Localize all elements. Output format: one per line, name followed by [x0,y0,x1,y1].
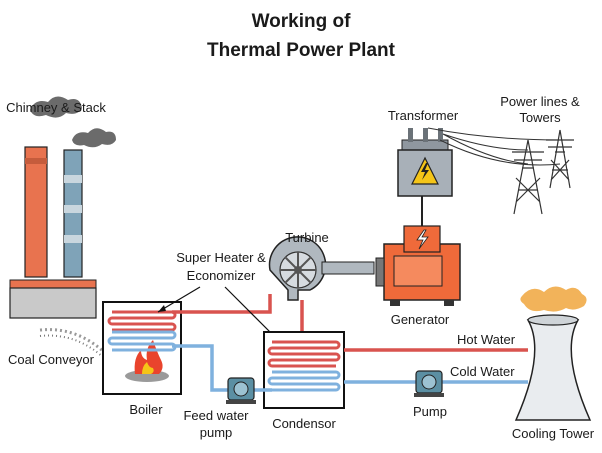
label-cold-water: Cold Water [450,364,515,379]
power-tower-icon [512,139,544,215]
label-chimney: Chimney & Stack [6,100,106,115]
lightning-bolt-icon [416,229,429,250]
feed-water-pipe [172,344,272,392]
condensor-cold-coil [267,370,341,392]
turbine [268,236,375,301]
condensor-hot-coil [267,340,341,368]
label-transformer: Transformer [388,108,459,123]
label-coal-conveyor: Coal Conveyor [8,352,95,367]
boiler-hot-coil [107,310,177,332]
label-hot-water: Hot Water [457,332,516,347]
chimney-orange [24,146,48,278]
cooling-tower-body [514,319,592,421]
label-super-heater-2: Economizer [187,268,256,283]
chimney-stack [9,96,116,319]
feed-water-pump-icon [226,377,256,404]
label-turbine: Turbine [285,230,329,245]
smoke-cloud-icon [30,96,82,118]
label-feed-pump-1: Feed water [183,408,249,423]
title-line-2: Thermal Power Plant [207,40,396,61]
label-condensor: Condensor [272,416,336,431]
label-power-lines-1: Power lines & [500,94,580,109]
label-generator: Generator [391,312,450,327]
cooling-tower [514,286,592,421]
power-lines [427,127,561,166]
chimney-base [9,287,97,319]
pointer-line [157,286,201,313]
generator [375,225,461,306]
steam-pipe [172,294,272,314]
chimney-blue [63,149,83,278]
label-cooling-tower: Cooling Tower [512,426,595,441]
label-super-heater-1: Super Heater & [176,250,266,265]
boiler [102,301,182,395]
label-power-lines-2: Towers [519,110,561,125]
steam-cloud-icon [520,286,587,312]
turbine-shaft [321,261,375,275]
label-boiler: Boiler [129,402,163,417]
transformer [397,128,453,197]
condensor-box [263,331,345,409]
pump-icon [414,370,444,397]
power-tower-icon [546,129,574,189]
label-pump: Pump [413,404,447,419]
smoke-cloud-icon [72,128,116,148]
title-line-1: Working of [252,11,352,32]
label-feed-pump-2: pump [200,425,233,440]
